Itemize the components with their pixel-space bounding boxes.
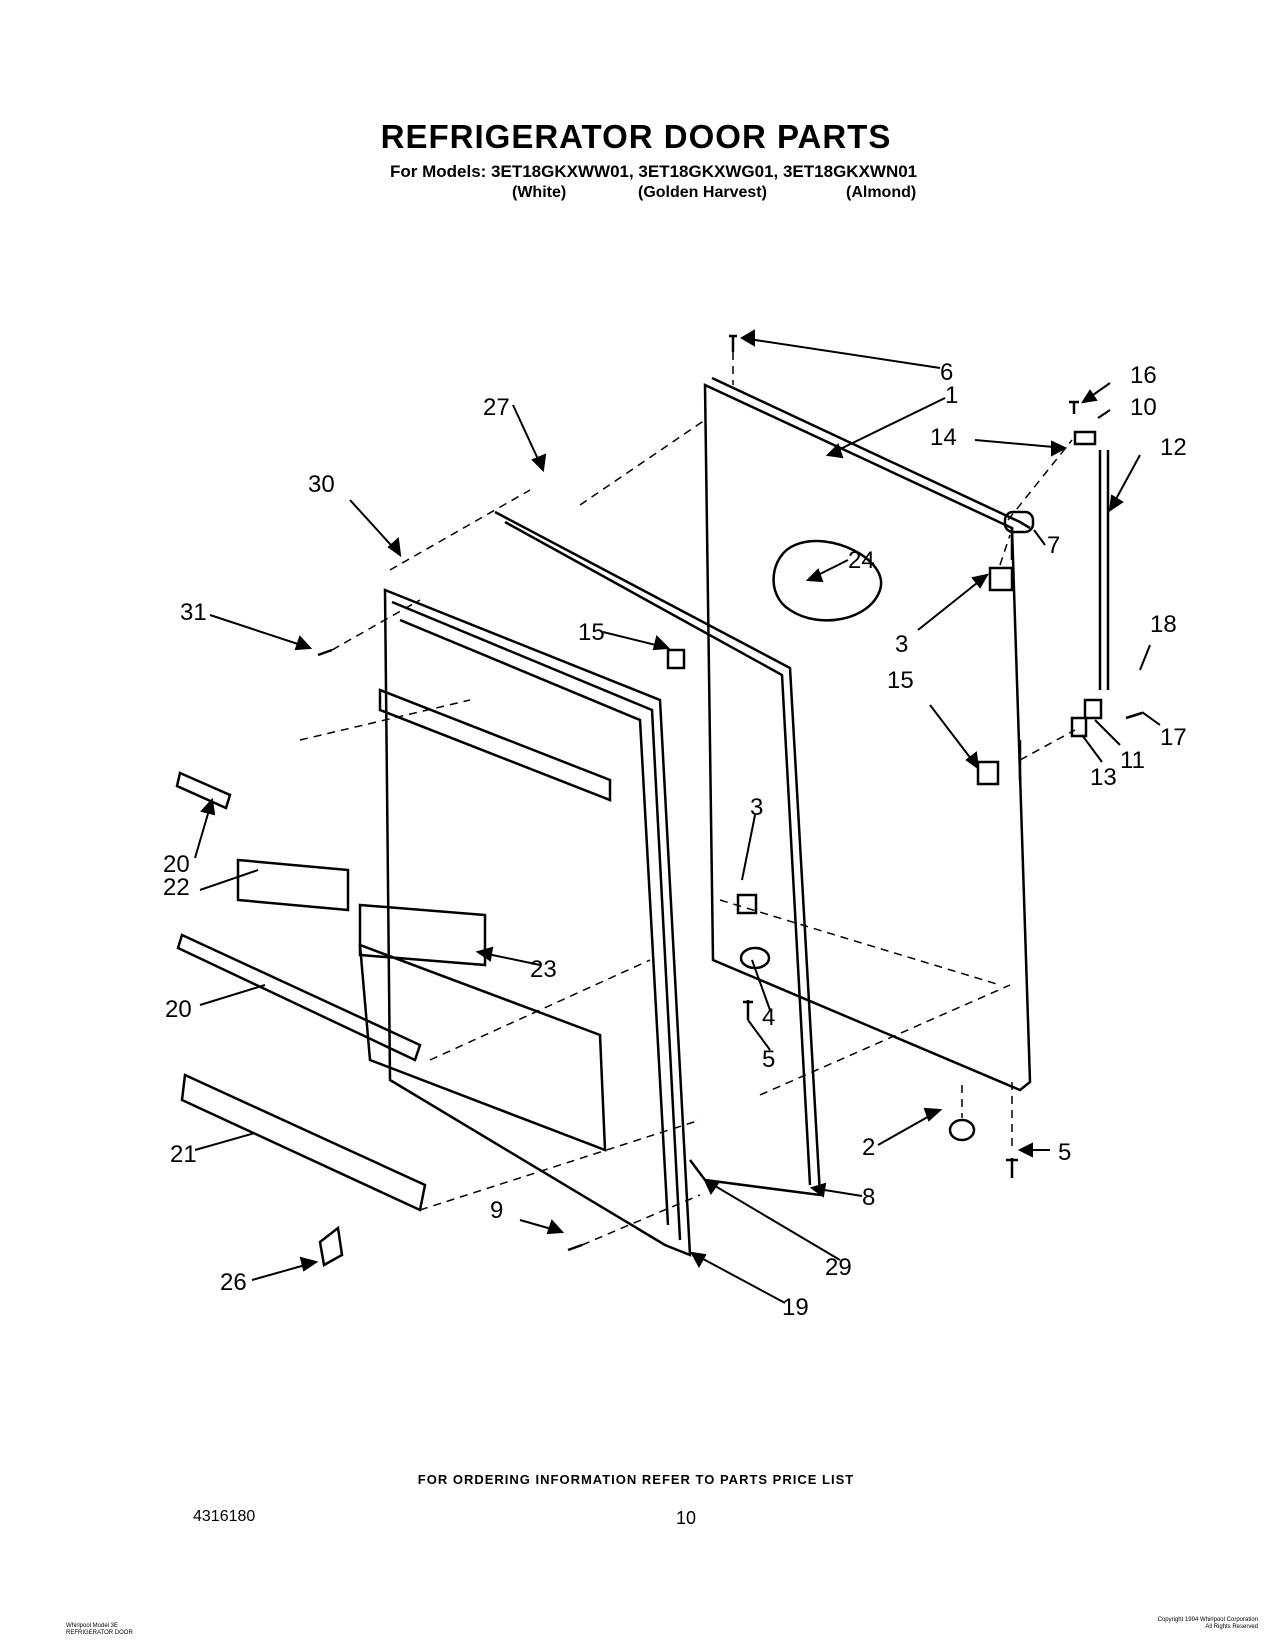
cutaway-panel xyxy=(772,539,883,622)
door-stop xyxy=(976,760,1000,786)
hinge-bottom xyxy=(1083,698,1103,720)
callout-label: 21 xyxy=(170,1141,197,1168)
outer-door-panel xyxy=(703,383,1032,1092)
screw-6 xyxy=(729,334,737,352)
page-number: 10 xyxy=(676,1508,697,1528)
callout-label: 7 xyxy=(1047,532,1060,559)
callout-label: 3 xyxy=(750,794,763,821)
callout-label: 5 xyxy=(762,1046,775,1073)
callout-label: 4 xyxy=(762,1004,775,1031)
screw-5 xyxy=(1006,1158,1018,1178)
callout-label: 20 xyxy=(165,996,192,1023)
part-number: 4316180 xyxy=(193,1508,256,1525)
color-white-label: (White) xyxy=(512,184,567,201)
ordering-note: FOR ORDERING INFORMATION REFER TO PARTS … xyxy=(417,1472,855,1487)
callout-label: 11 xyxy=(1120,747,1145,774)
callout-label: 17 xyxy=(1160,724,1187,751)
fine-print-left-line: Whirlpool Model 3E xyxy=(66,1623,119,1629)
callout-label: 30 xyxy=(308,471,335,498)
screw-16 xyxy=(1069,400,1079,414)
dairy-door-bin xyxy=(236,858,350,912)
door-gasket-frame xyxy=(494,510,822,1197)
callout-label: 15 xyxy=(578,619,605,646)
washer xyxy=(739,946,771,970)
callout-label: 20 xyxy=(163,851,190,878)
callout-label: 24 xyxy=(848,547,875,574)
hinge-shim xyxy=(1070,716,1088,738)
fine-print-right-line: Copyright 1994 Whirlpool Corporation xyxy=(1157,1617,1258,1623)
bracket-26 xyxy=(318,1225,344,1267)
fine-print-right: Copyright 1994 Whirlpool Corporation All… xyxy=(1068,1617,1258,1631)
callout-label: 8 xyxy=(862,1184,875,1211)
screw-9 xyxy=(567,1243,583,1252)
callout-label: 31 xyxy=(180,599,207,626)
callout-label: 5 xyxy=(1058,1139,1071,1166)
callout-label: 15 xyxy=(887,667,914,694)
door-rail-20 xyxy=(176,933,422,1062)
callout-label: 23 xyxy=(530,956,557,983)
fine-print-left: Whirlpool Model 3E REFRIGERATOR DOOR xyxy=(66,1623,133,1637)
callout-label: 9 xyxy=(490,1197,503,1224)
hinge-top xyxy=(1073,430,1097,446)
lower-bin xyxy=(358,943,607,1152)
screw-5b xyxy=(743,1000,753,1020)
screw-17 xyxy=(1125,711,1143,720)
callout-label: 13 xyxy=(1090,764,1117,791)
callout-label: 16 xyxy=(1130,362,1157,389)
callout-label: 26 xyxy=(220,1269,247,1296)
roller xyxy=(948,1118,976,1142)
callout-label: 22 xyxy=(163,874,190,901)
page-title: REFRIGERATOR DOOR PARTS xyxy=(380,118,892,155)
fine-print-left-line: REFRIGERATOR DOOR xyxy=(66,1630,133,1636)
color-almond-label: (Almond) xyxy=(846,184,917,201)
callout-label: 10 xyxy=(1130,394,1157,421)
dairy-door-bin-2 xyxy=(358,903,487,967)
color-golden-label: (Golden Harvest) xyxy=(638,184,767,201)
door-closer xyxy=(736,893,758,915)
callout-label: 18 xyxy=(1150,611,1177,638)
hinge-bracket xyxy=(988,566,1014,592)
inner-liner xyxy=(383,588,692,1257)
callout-label: 29 xyxy=(825,1254,852,1281)
screw-31 xyxy=(317,648,333,657)
callout-label: 2 xyxy=(862,1134,875,1161)
callout-labels: 6 1 16 10 14 12 27 30 7 24 18 31 15 3 15… xyxy=(163,359,1187,1321)
fine-print-right-line: All Rights Reserved xyxy=(1205,1624,1258,1630)
callout-label: 19 xyxy=(782,1294,809,1321)
callout-label: 3 xyxy=(895,631,908,658)
callout-label: 14 xyxy=(930,424,957,451)
hinge-pin xyxy=(1098,450,1110,690)
models-line: For Models: 3ET18GKXWW01, 3ET18GKXWG01, … xyxy=(390,162,918,181)
callout-label: 1 xyxy=(945,382,958,409)
callout-label: 6 xyxy=(940,359,953,386)
hinge-cap xyxy=(1003,510,1035,534)
rail-20-top xyxy=(175,771,232,810)
callout-label: 12 xyxy=(1160,434,1187,461)
callout-label: 27 xyxy=(483,394,510,421)
door-stop-2 xyxy=(666,648,686,670)
upper-shelf xyxy=(378,688,612,802)
